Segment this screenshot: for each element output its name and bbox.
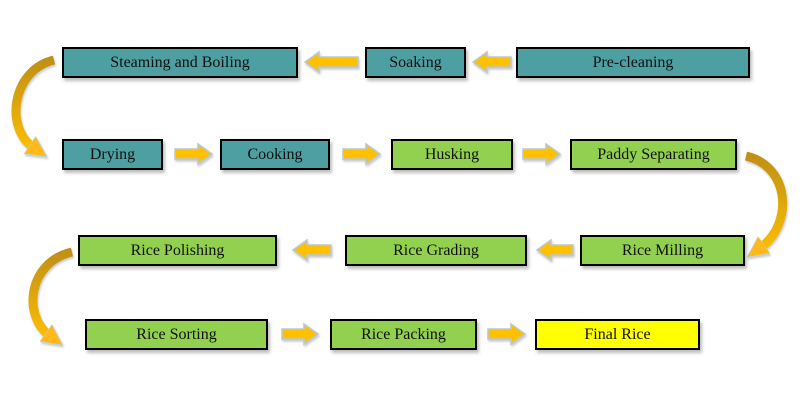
node-rice-milling: Rice Milling — [580, 235, 745, 266]
arrow-rice-milling-to-rice-grading — [535, 238, 574, 262]
node-soaking: Soaking — [365, 47, 466, 78]
node-cooking: Cooking — [220, 139, 330, 170]
curved-arrow-rice-polishing-to-rice-sorting — [28, 247, 74, 336]
node-rice-polishing: Rice Polishing — [78, 235, 277, 266]
node-drying: Drying — [62, 139, 163, 170]
arrow-precleaning-to-soaking — [471, 50, 512, 74]
node-rice-grading: Rice Grading — [345, 235, 527, 266]
curved-arrow-paddy-separating-to-rice-milling — [744, 151, 788, 248]
arrow-rice-packing-to-final-rice — [487, 322, 527, 346]
node-final-rice: Final Rice — [535, 319, 700, 350]
arrow-cooking-to-husking — [342, 142, 382, 166]
curved-arrow-steaming-to-drying — [11, 55, 56, 148]
node-husking: Husking — [391, 139, 513, 170]
arrow-drying-to-cooking — [174, 142, 214, 166]
arrow-rice-sorting-to-rice-packing — [281, 322, 320, 346]
node-paddy-separating: Paddy Separating — [570, 139, 737, 170]
node-pre-cleaning: Pre-cleaning — [516, 47, 750, 78]
arrow-soaking-to-steaming — [303, 50, 359, 74]
node-rice-packing: Rice Packing — [330, 319, 477, 350]
node-rice-sorting: Rice Sorting — [85, 319, 268, 350]
arrow-husking-to-paddy-separating — [522, 142, 562, 166]
arrow-rice-grading-to-rice-polishing — [291, 238, 332, 262]
node-steaming-and-boiling: Steaming and Boiling — [62, 47, 298, 78]
